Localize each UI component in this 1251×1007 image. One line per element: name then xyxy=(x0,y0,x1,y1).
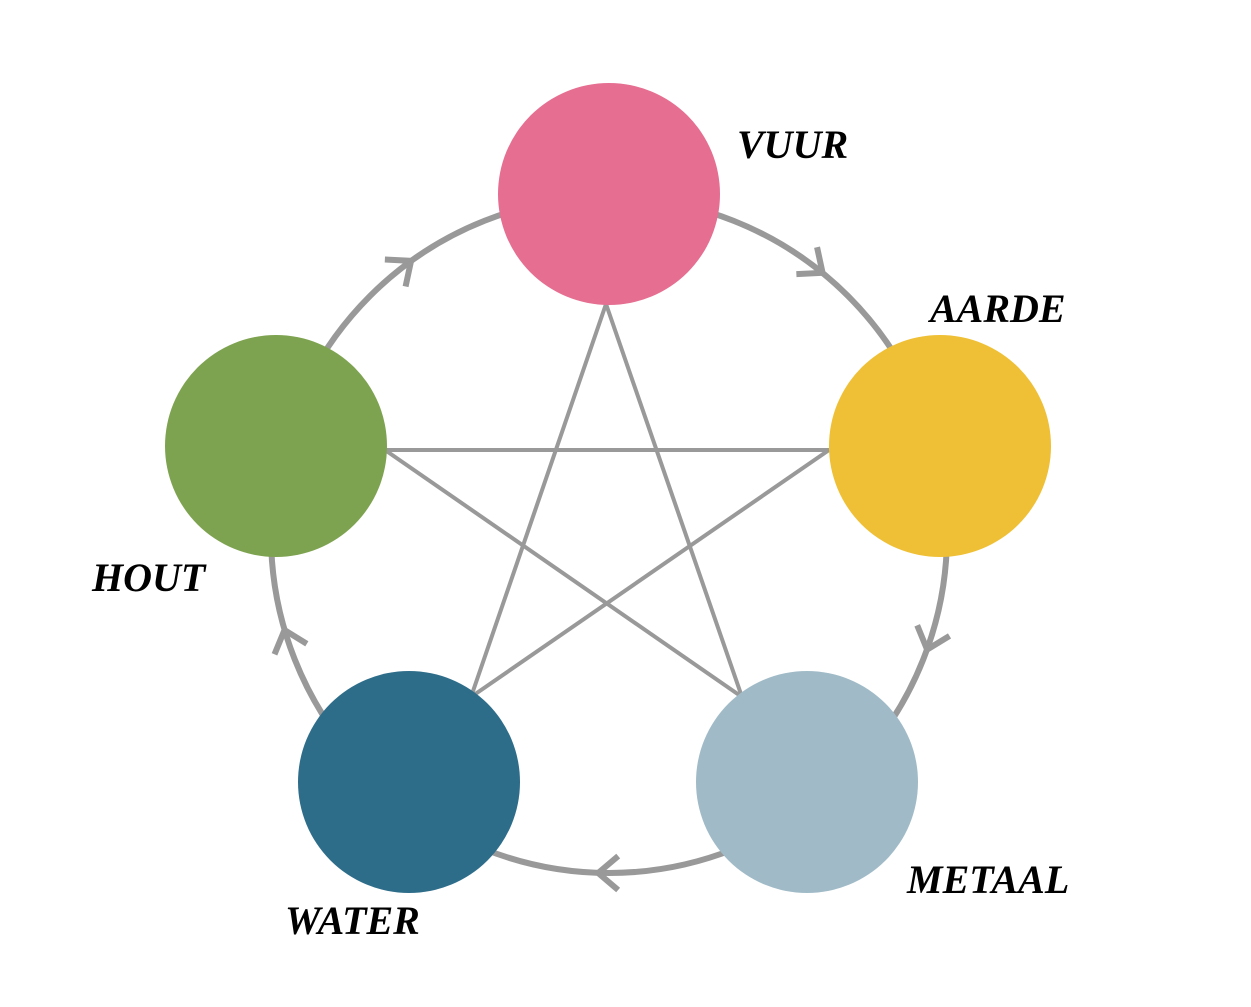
element-label-aarde: AARDE xyxy=(927,286,1066,331)
star-line-aarde-water xyxy=(469,448,831,699)
cycle-arrow-water-to-hout xyxy=(271,625,309,656)
element-label-hout: HOUT xyxy=(91,555,207,600)
element-nodes xyxy=(165,83,1051,893)
element-node-vuur xyxy=(498,83,720,305)
cycle-arrow-hout-to-vuur xyxy=(384,256,415,288)
element-label-metaal: METAAL xyxy=(906,857,1069,902)
cycle-arrow-vuur-to-aarde xyxy=(796,246,827,278)
element-label-vuur: VUUR xyxy=(737,122,848,167)
element-node-aarde xyxy=(829,335,1051,557)
cycle-arrow-metaal-to-water xyxy=(593,853,621,893)
controlling-star xyxy=(383,303,831,699)
element-label-water: WATER xyxy=(285,898,420,943)
element-node-water xyxy=(298,671,520,893)
cycle-arrow-aarde-to-metaal xyxy=(914,624,952,655)
element-node-metaal xyxy=(696,671,918,893)
star-line-water-vuur xyxy=(469,303,608,698)
element-labels: VUUR AARDE METAAL WATER HOUT xyxy=(91,122,1069,943)
star-line-vuur-metaal xyxy=(604,303,744,698)
star-line-metaal-hout xyxy=(383,448,744,699)
element-node-hout xyxy=(165,335,387,557)
